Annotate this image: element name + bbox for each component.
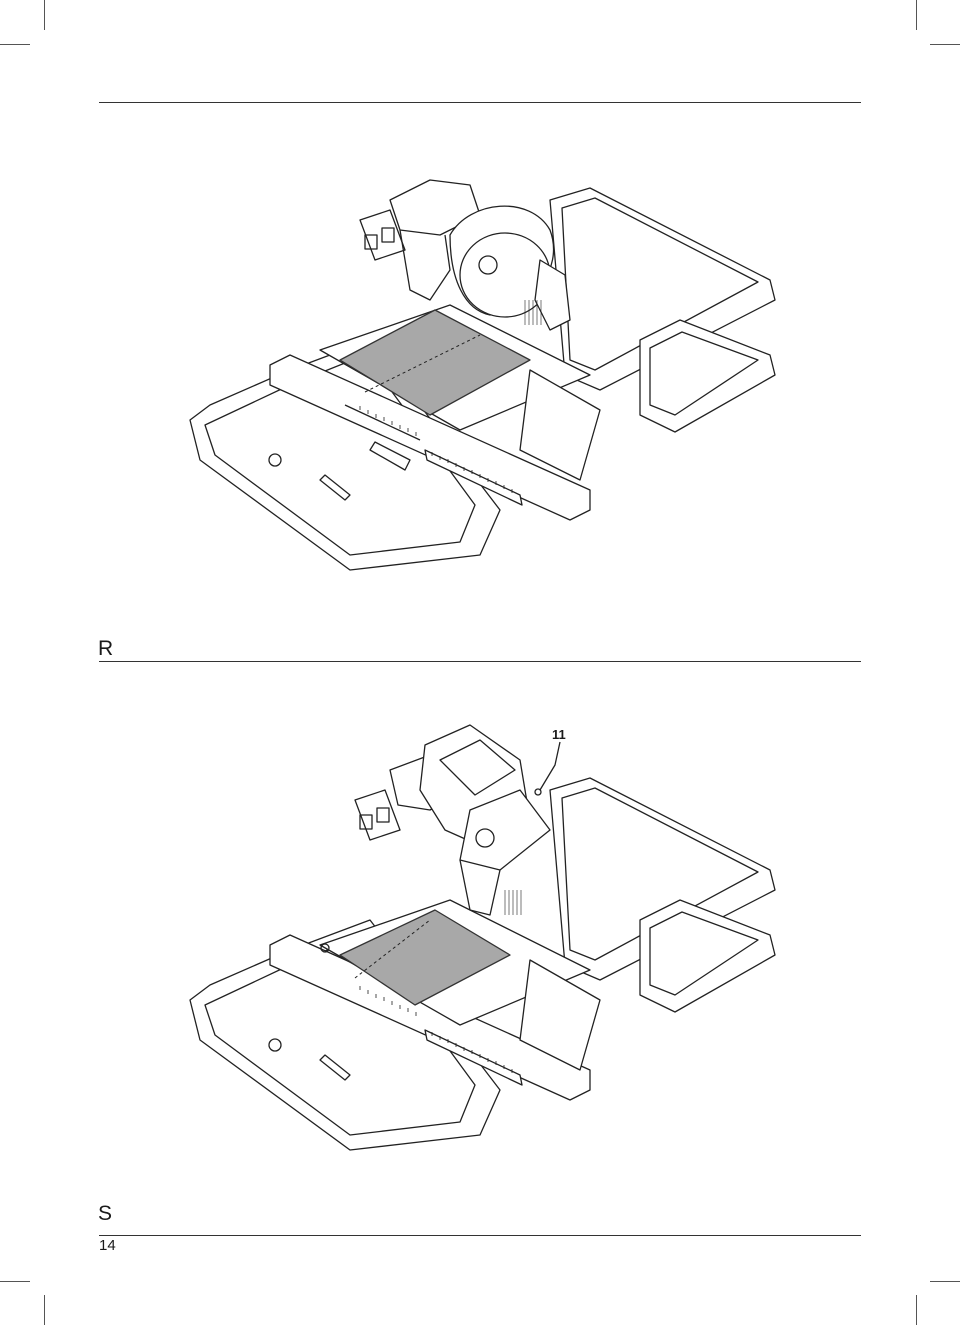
crop-mark-tr-h xyxy=(930,44,960,45)
figure-r-rule xyxy=(99,661,861,662)
crop-mark-tl-v xyxy=(44,0,45,30)
page-number: 14 xyxy=(99,1237,116,1254)
crop-mark-br-v xyxy=(916,1295,917,1325)
crop-mark-tr-v xyxy=(916,0,917,30)
header-rule xyxy=(99,102,861,103)
crop-mark-bl-v xyxy=(44,1295,45,1325)
figure-label-r: R xyxy=(98,637,114,660)
crop-mark-br-h xyxy=(930,1281,960,1282)
figure-s-rule xyxy=(99,1235,861,1236)
crop-mark-tl-h xyxy=(0,44,30,45)
tile-saw-figure-s xyxy=(170,720,790,1160)
figure-label-s: S xyxy=(98,1202,113,1225)
tile-saw-figure-r xyxy=(170,160,790,580)
crop-mark-bl-h xyxy=(0,1281,30,1282)
callout-11: 11 xyxy=(552,727,566,742)
